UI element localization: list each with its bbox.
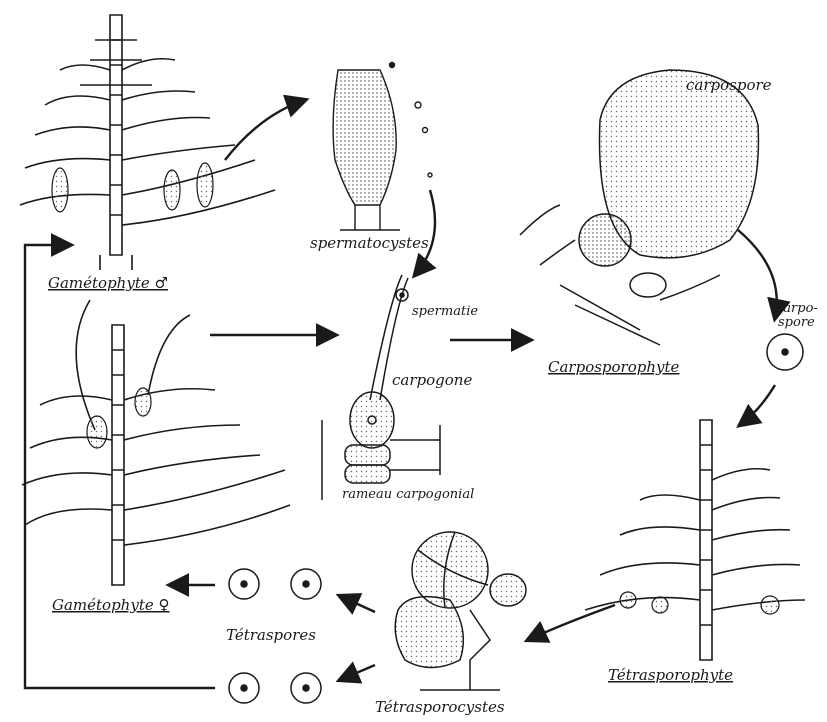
spermatocystes-illustration — [333, 63, 432, 231]
tetrasporophyte-illustration — [585, 420, 805, 660]
label-tetraspores: Tétraspores — [226, 626, 316, 644]
male-gametophyte-illustration — [20, 15, 275, 270]
carpospore-cell — [767, 334, 803, 370]
female-gametophyte-illustration — [22, 300, 290, 585]
label-spermatocystes: spermatocystes — [310, 234, 429, 252]
label-spermatie: spermatie — [412, 304, 478, 319]
carposporophyte-illustration — [520, 70, 758, 345]
label-carpo-line2: spore — [778, 315, 815, 330]
label-tetrasporocystes: Tétrasporocystes — [375, 698, 505, 716]
label-carposporophyte: Carposporophyte — [548, 358, 680, 376]
label-carpospore-top: carpospore — [686, 76, 772, 94]
tetrasporocystes-illustration — [395, 532, 526, 690]
label-gametophyte-female: Gamétophyte ♀ — [52, 596, 169, 614]
label-rameau-carpogonial: rameau carpogonial — [342, 487, 474, 502]
male-gametophyte-spermatangia — [52, 163, 213, 212]
label-carpogone: carpogone — [392, 371, 472, 389]
label-gametophyte-male: Gamétophyte ♂ — [48, 274, 168, 292]
label-tetrasporophyte: Tétrasporophyte — [608, 666, 733, 684]
label-carpo-line1: carpo- — [776, 301, 818, 316]
